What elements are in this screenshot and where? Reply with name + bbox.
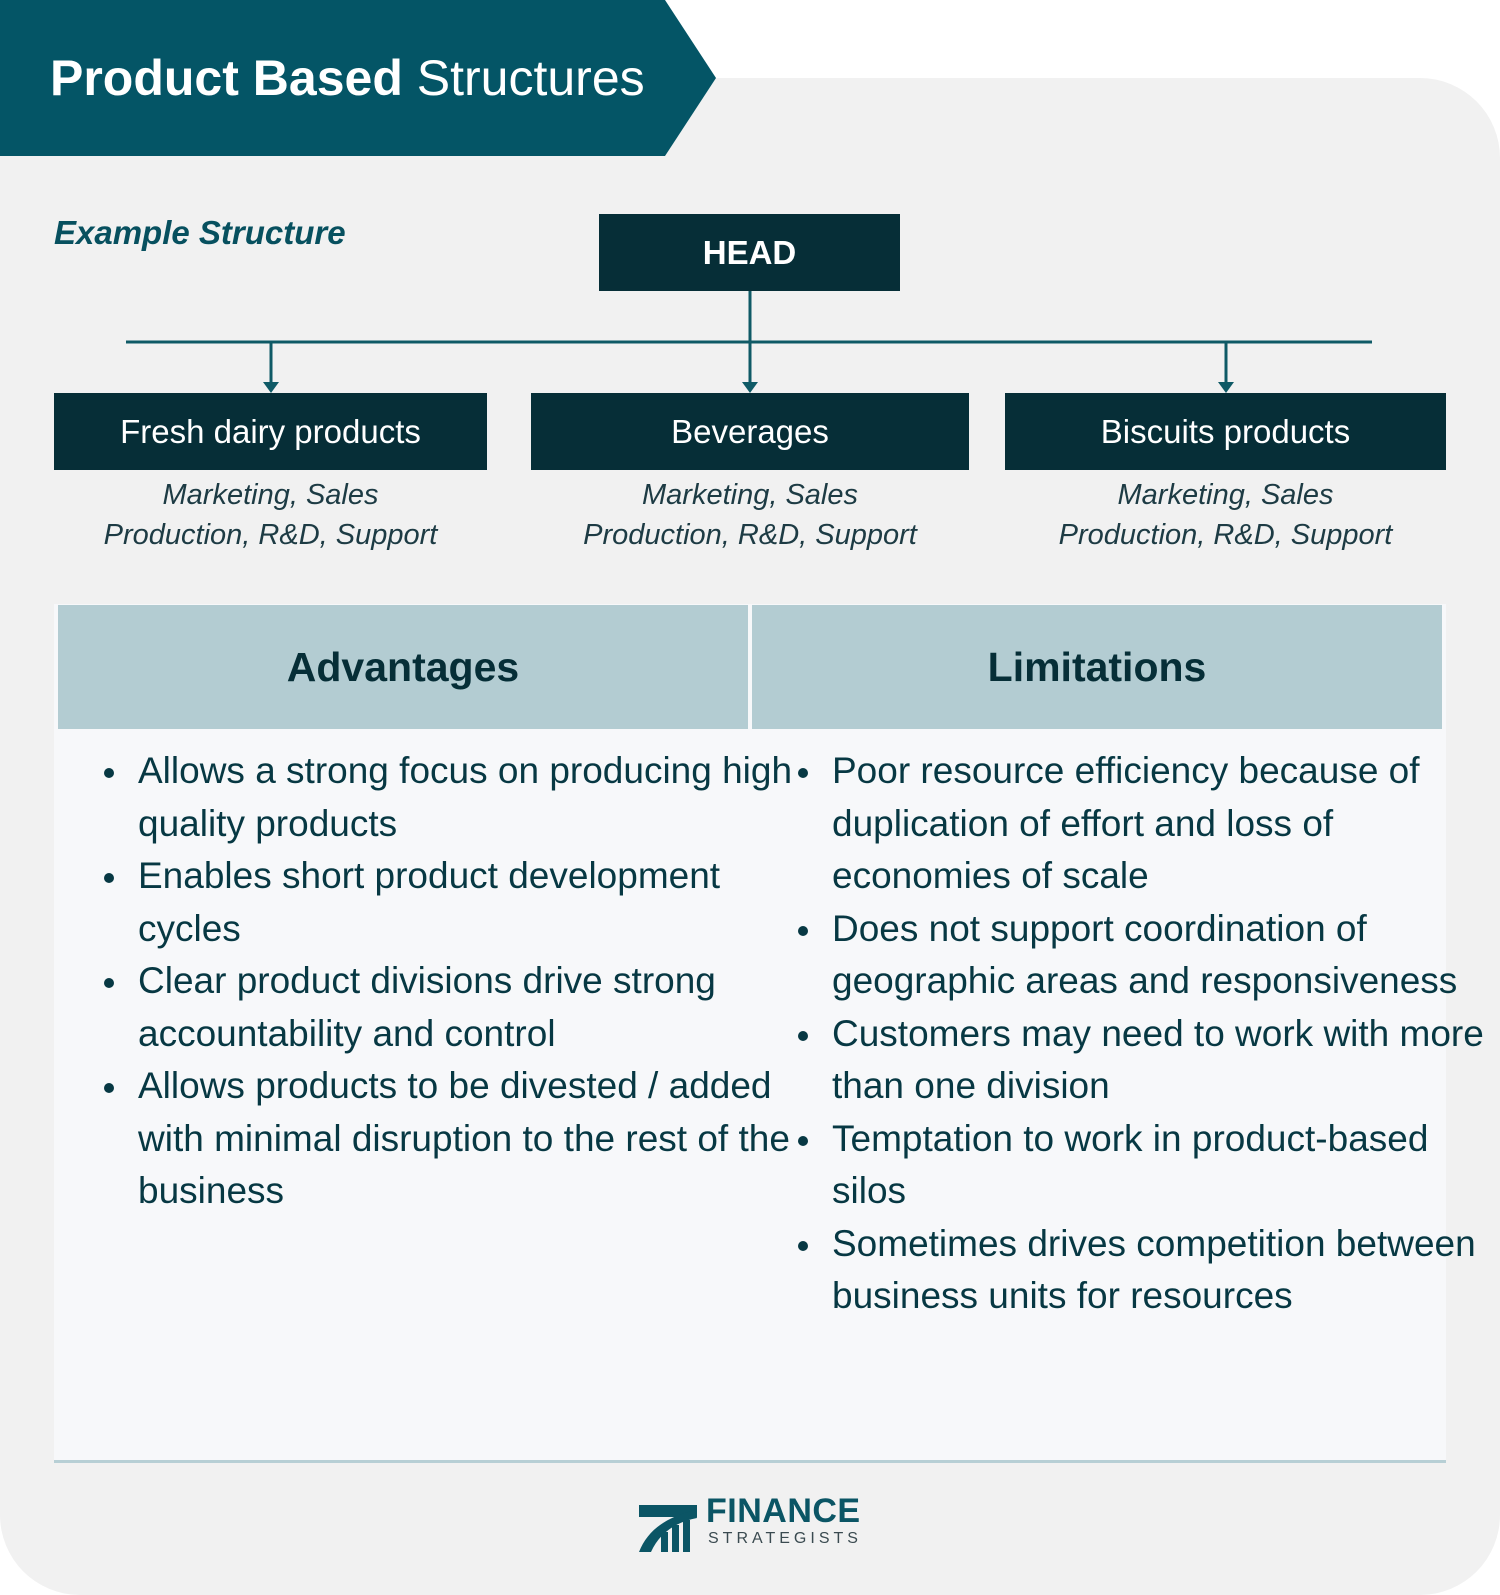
limitation-item: Temptation to work in product-based silo… bbox=[798, 1113, 1492, 1218]
example-structure-label: Example Structure bbox=[54, 214, 346, 251]
arrow-head-2 bbox=[742, 382, 758, 393]
division-departments-beverages: Marketing, Sales Production, R&D, Suppor… bbox=[531, 475, 969, 555]
division-departments-biscuits: Marketing, Sales Production, R&D, Suppor… bbox=[1005, 475, 1446, 555]
head-box: HEAD bbox=[599, 214, 900, 291]
division-box-biscuits: Biscuits products bbox=[1005, 393, 1446, 470]
logo-text-finance: FINANCE bbox=[706, 1492, 861, 1530]
departments-line-1: Marketing, Sales bbox=[642, 479, 858, 511]
page-title-rest: Structures bbox=[416, 50, 645, 106]
arrow-head-3 bbox=[1218, 382, 1234, 393]
org-chart-connectors bbox=[126, 291, 1372, 393]
advantage-item: Enables short product development cycles bbox=[104, 850, 798, 955]
division-box-beverages: Beverages bbox=[531, 393, 969, 470]
logo-text-strategists: STRATEGISTS bbox=[708, 1530, 862, 1547]
limitation-item: Sometimes drives competition between bus… bbox=[798, 1218, 1492, 1323]
arrow-head-1 bbox=[263, 382, 279, 393]
advantage-item: Allows a strong focus on producing high … bbox=[104, 745, 798, 850]
departments-line-1: Marketing, Sales bbox=[162, 479, 379, 511]
advantage-item: Clear product divisions drive strong acc… bbox=[104, 955, 798, 1060]
advantages-header: Advantages bbox=[58, 605, 748, 729]
comparison-table bbox=[54, 604, 1446, 1463]
departments-line-2: Production, R&D, Support bbox=[583, 519, 917, 551]
limitations-list: Poor resource efficiency because of dupl… bbox=[790, 745, 1492, 1323]
page-title-bold: Product Based bbox=[50, 50, 403, 106]
limitations-header: Limitations bbox=[752, 605, 1442, 729]
finance-strategists-logo: FINANCE STRATEGISTS bbox=[637, 1492, 877, 1552]
division-box-fresh-dairy: Fresh dairy products bbox=[54, 393, 487, 470]
page-title: Product Based Structures bbox=[50, 46, 645, 110]
logo-chart-icon bbox=[639, 1505, 697, 1552]
limitation-item: Poor resource efficiency because of dupl… bbox=[798, 745, 1492, 903]
title-banner: Product Based Structures bbox=[0, 0, 716, 156]
departments-line-1: Marketing, Sales bbox=[1117, 479, 1334, 511]
advantages-list: Allows a strong focus on producing high … bbox=[96, 745, 798, 1218]
limitation-item: Does not support coordination of geograp… bbox=[798, 903, 1492, 1008]
advantage-item: Allows products to be divested / added w… bbox=[104, 1060, 798, 1218]
limitation-item: Customers may need to work with more tha… bbox=[798, 1008, 1492, 1113]
division-departments-fresh-dairy: Marketing, Sales Production, R&D, Suppor… bbox=[54, 475, 487, 555]
departments-line-2: Production, R&D, Support bbox=[1058, 519, 1393, 551]
departments-line-2: Production, R&D, Support bbox=[103, 519, 438, 551]
